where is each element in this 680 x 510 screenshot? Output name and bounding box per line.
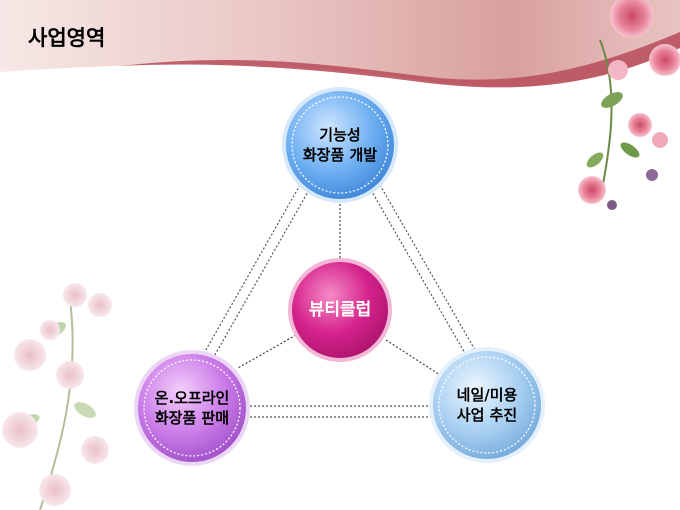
header-swoosh: [120, 32, 680, 88]
connector-center-right: [385, 339, 441, 376]
node-right-shape: [429, 347, 545, 463]
node-right-label: 네일/미용 사업 추진: [457, 385, 518, 425]
triangle-connectors: [202, 184, 476, 418]
connector-center-left: [237, 334, 297, 369]
node-left-shape: [134, 350, 250, 466]
node-right: 네일/미용 사업 추진: [431, 349, 543, 461]
node-left-label: 온.오프라인 화장품 판매: [155, 388, 230, 428]
header-banner: [0, 0, 680, 87]
node-center-shape: [288, 258, 392, 362]
node-top-label: 기능성 화장품 개발: [303, 125, 377, 165]
rose-cluster-top-right: [578, 0, 680, 210]
connector-top-left-b: [211, 189, 310, 361]
node-center: 뷰티클럽: [290, 260, 390, 360]
node-top-line1: 기능성: [319, 126, 361, 144]
node-left: 온.오프라인 화장품 판매: [136, 352, 248, 464]
node-top: 기능성 화장품 개발: [284, 89, 396, 201]
node-left-line2: 화장품 판매: [154, 409, 230, 427]
node-left-line1: 온.오프라인: [154, 389, 230, 407]
node-center-label: 뷰티클럽: [308, 300, 372, 320]
connector-top-left-a: [202, 184, 301, 356]
center-connectors: [237, 200, 441, 376]
node-top-line2: 화장품 개발: [302, 146, 378, 164]
node-right-line1: 네일/미용: [456, 386, 518, 404]
connector-top-right-b: [379, 184, 476, 351]
node-top-shape: [282, 87, 398, 203]
slide-title: 사업영역: [28, 26, 106, 50]
rose-cluster-left: [2, 283, 112, 510]
node-right-line2: 사업 추진: [456, 406, 518, 424]
